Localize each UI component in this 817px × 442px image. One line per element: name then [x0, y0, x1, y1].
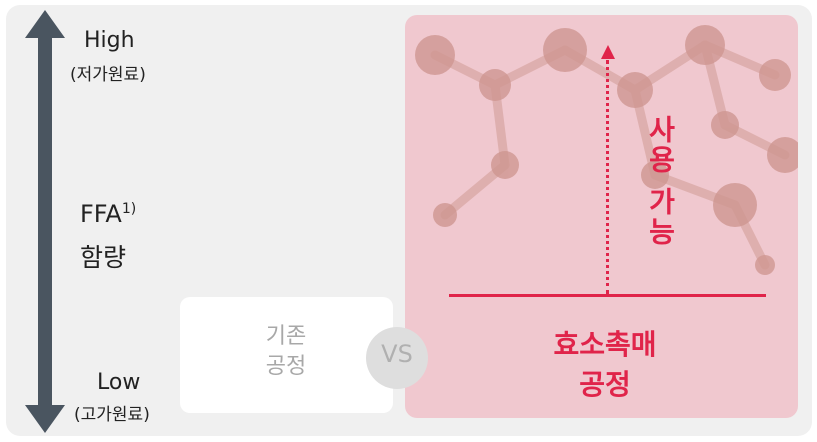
axis-low-sublabel: (고가원료) — [74, 405, 150, 425]
enzyme-process-label: 효소촉매 공정 — [520, 325, 690, 405]
enzyme-process-panel — [405, 15, 798, 418]
enzyme-process-line2: 공정 — [579, 368, 631, 401]
amount-label: 함량 — [80, 243, 127, 272]
arrow-up-icon — [601, 45, 615, 59]
ffa-footnote: 1) — [121, 201, 137, 217]
arrow-up-icon — [25, 10, 65, 38]
usable-range-arrow — [606, 60, 609, 294]
enzyme-baseline — [449, 294, 766, 297]
arrow-down-icon — [25, 405, 65, 433]
existing-process-box — [180, 297, 393, 413]
existing-process-line2: 공정 — [265, 354, 307, 379]
vs-badge — [366, 327, 428, 389]
enzyme-process-line1: 효소촉매 — [553, 328, 657, 361]
ffa-text: FFA — [80, 200, 122, 228]
molecule-background-image — [415, 25, 798, 275]
ffa-axis-arrow — [38, 36, 52, 406]
ffa-label: FFA1) — [80, 200, 136, 228]
axis-high-label: High — [84, 28, 135, 53]
vs-label: VS — [381, 340, 413, 368]
existing-process-line1: 기존 — [265, 324, 307, 349]
existing-process-label: 기존 공정 — [236, 322, 336, 382]
axis-high-sublabel: (저가원료) — [70, 65, 146, 85]
axis-low-label: Low — [97, 370, 141, 395]
usable-label: 사용 가능 — [644, 115, 677, 247]
